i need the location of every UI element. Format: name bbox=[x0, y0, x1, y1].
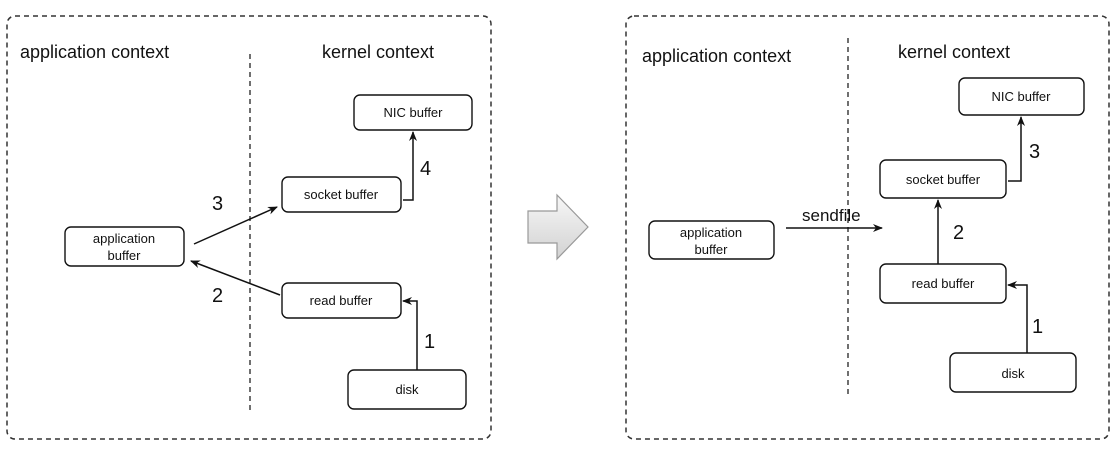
right-disk-label: disk bbox=[1001, 366, 1025, 381]
left-panel: application context kernel context NIC b… bbox=[6, 15, 492, 440]
right-application-buffer-label-line2: buffer bbox=[694, 242, 728, 257]
left-arrow-application-buffer-to-socket-buffer bbox=[193, 206, 278, 245]
left-socket-buffer-box: socket buffer bbox=[281, 176, 402, 213]
right-socket-buffer-box: socket buffer bbox=[879, 159, 1007, 199]
left-kernel-context-label: kernel context bbox=[322, 42, 434, 62]
right-application-buffer-label-line1: application bbox=[680, 225, 742, 240]
left-nic-buffer-box: NIC buffer bbox=[353, 94, 473, 131]
left-step-1-label: 1 bbox=[424, 331, 435, 353]
left-application-buffer-box: application buffer bbox=[64, 226, 185, 267]
right-nic-buffer-label: NIC buffer bbox=[991, 89, 1051, 104]
right-kernel-context-label: kernel context bbox=[898, 42, 1010, 62]
left-application-buffer-label-line1: application bbox=[93, 231, 155, 246]
left-read-buffer-box: read buffer bbox=[281, 282, 402, 319]
left-application-context-label: application context bbox=[20, 42, 169, 62]
left-socket-buffer-label: socket buffer bbox=[304, 187, 379, 202]
left-disk-label: disk bbox=[395, 382, 419, 397]
right-panel: application context kernel context NIC b… bbox=[625, 15, 1110, 440]
right-disk-box: disk bbox=[949, 352, 1077, 393]
left-arrow-socket-buffer-to-nic-buffer bbox=[403, 131, 417, 201]
right-arrow-socket-buffer-to-nic-buffer bbox=[1008, 116, 1025, 182]
left-step-4-label: 4 bbox=[420, 158, 431, 180]
right-application-context-label: application context bbox=[642, 46, 791, 66]
right-step-1-label: 1 bbox=[1032, 316, 1043, 338]
right-read-buffer-box: read buffer bbox=[879, 263, 1007, 304]
right-read-buffer-label: read buffer bbox=[912, 276, 975, 291]
right-nic-buffer-box: NIC buffer bbox=[958, 77, 1085, 116]
right-step-2-label: 2 bbox=[953, 222, 964, 244]
left-read-buffer-label: read buffer bbox=[310, 293, 373, 308]
left-nic-buffer-label: NIC buffer bbox=[383, 105, 443, 120]
right-socket-buffer-label: socket buffer bbox=[906, 172, 981, 187]
right-step-3-label: 3 bbox=[1029, 141, 1040, 163]
left-step-3-label: 3 bbox=[212, 193, 223, 215]
left-panel-frame bbox=[6, 15, 492, 440]
left-arrow-disk-to-read-buffer bbox=[402, 297, 418, 370]
left-disk-box: disk bbox=[347, 369, 467, 410]
right-arrow-disk-to-read-buffer bbox=[1007, 281, 1028, 353]
right-application-buffer-box: application buffer bbox=[648, 220, 775, 260]
transition-arrow-icon bbox=[527, 193, 589, 261]
left-step-2-label: 2 bbox=[212, 285, 223, 307]
right-sendfile-label: sendfile bbox=[802, 206, 861, 225]
left-arrow-read-buffer-to-application-buffer bbox=[190, 260, 281, 296]
left-application-buffer-label-line2: buffer bbox=[107, 248, 141, 263]
